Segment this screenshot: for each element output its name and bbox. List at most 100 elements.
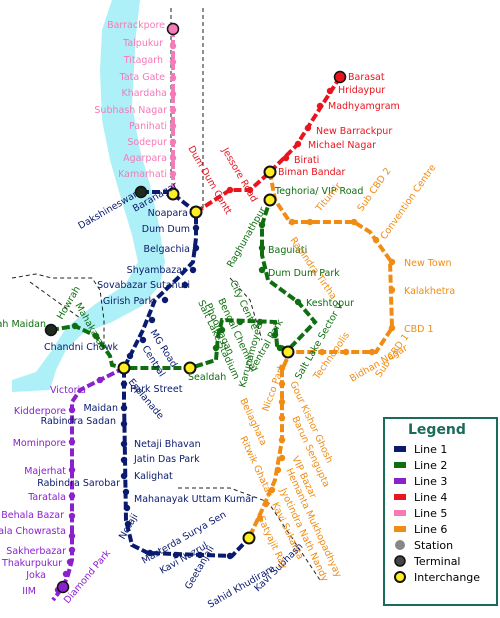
station-label-l3-behalachowrasta: Behala Chowrasta bbox=[0, 526, 66, 537]
station-marker-l5-tatagate bbox=[169, 74, 177, 82]
station-marker-l1-belgachia bbox=[192, 244, 200, 252]
station-marker-l3-behalabazar bbox=[68, 512, 76, 520]
station-label-l2-keshtopur: Keshtopur bbox=[306, 298, 354, 309]
station-label-l1-netaji: Netaji bbox=[117, 512, 140, 542]
station-marker-l2-howrah bbox=[71, 322, 79, 330]
station-label-l5-subhashnagar: Subhash Nagar bbox=[94, 105, 167, 116]
station-marker-l1-maidan bbox=[120, 404, 128, 412]
station-label-l1-sovabazar: Sovabazar Sutanuti bbox=[97, 280, 190, 291]
station-label-l1-rabindrasarobar: Rabindra Sarobar bbox=[37, 478, 120, 489]
station-marker-l1-rabindrasadan bbox=[120, 420, 128, 428]
station-label-l3-iim: IIM bbox=[22, 586, 36, 597]
interchange-marker-l2-sealdah bbox=[183, 361, 197, 375]
station-label-l1-noapara: Noapara bbox=[148, 208, 188, 219]
station-marker-l6-vipbazar bbox=[278, 454, 286, 462]
station-label-l1-dumdum: Dum Dum bbox=[142, 224, 190, 235]
station-marker-l6-nicco bbox=[278, 364, 286, 372]
station-label-l2-baguiati: Baguiati bbox=[268, 245, 307, 256]
station-label-l4-barasat: Barasat bbox=[348, 72, 385, 83]
station-marker-l2-karunamoyee bbox=[276, 344, 284, 352]
station-label-l6-newtown: New Town bbox=[404, 258, 452, 269]
legend-item-label: Terminal bbox=[413, 555, 461, 568]
legend-item-label: Line 3 bbox=[414, 475, 447, 488]
station-label-l1-parkstreet: Park Street bbox=[130, 384, 183, 395]
station-marker-l3-joka bbox=[62, 570, 70, 578]
station-marker-l4-hridaypur bbox=[326, 87, 334, 95]
interchange-marker-l1-noapara bbox=[189, 205, 203, 219]
station-label-l4-madhyamgram: Madhyamgram bbox=[328, 101, 400, 112]
station-marker-l6-newtown bbox=[388, 258, 396, 266]
station-marker-l1-sovabazar bbox=[181, 281, 189, 289]
station-marker-l2-dumdumpark bbox=[258, 266, 266, 274]
legend-item-label: Line 1 bbox=[414, 443, 447, 456]
legend-interchange-icon bbox=[394, 571, 406, 583]
station-marker-l5-agarpara bbox=[169, 154, 177, 162]
station-marker-l4-newbarrackpur bbox=[304, 124, 312, 132]
terminal-marker-l5-barrackpore bbox=[166, 22, 180, 36]
station-label-l5-kamarhati: Kamarhati bbox=[118, 169, 167, 180]
station-marker-l5-sodepur bbox=[169, 138, 177, 146]
interchange-marker-l1-esplanade bbox=[117, 361, 131, 375]
station-label-l2-howrahmaidan: Howrah Maidan bbox=[0, 319, 46, 330]
station-label-l5-agarpara: Agarpara bbox=[123, 153, 167, 164]
station-marker-l3-behalachowrasta bbox=[68, 532, 76, 540]
station-label-l1-jatindas: Jatin Das Park bbox=[133, 454, 200, 465]
station-marker-l1-girish bbox=[161, 296, 169, 304]
station-marker-l3-mominpore bbox=[68, 438, 76, 446]
station-marker-l6-bidhannagar bbox=[342, 348, 350, 356]
legend-swatch-line5 bbox=[394, 510, 406, 516]
station-marker-l5-khardaha bbox=[169, 90, 177, 98]
interchange-marker-l2-saltlake5 bbox=[281, 345, 295, 359]
station-marker-l6-rabindratirtha bbox=[288, 218, 296, 226]
station-marker-l3-victoria bbox=[96, 376, 104, 384]
station-marker-l1-netaji bbox=[124, 520, 132, 528]
interchange-marker-l2-teghoria bbox=[263, 193, 277, 207]
station-label-l2-sealdah: Sealdah bbox=[188, 372, 226, 383]
station-marker-l2-mahakaran bbox=[92, 332, 100, 340]
legend-item-label: Interchange bbox=[414, 571, 480, 584]
station-marker-l1-jatindas bbox=[120, 456, 128, 464]
station-label-l1-belgachia: Belgachia bbox=[143, 244, 190, 255]
river-hooghly bbox=[12, 0, 165, 392]
terminal-marker-l4-barasat bbox=[333, 70, 347, 84]
station-label-l2-dumdumpark: Dum Dum Park bbox=[268, 268, 340, 279]
station-marker-l2-bengalchemical bbox=[236, 318, 244, 326]
station-marker-l6-convention bbox=[372, 236, 380, 244]
station-marker-l3-sakherbazar bbox=[68, 546, 76, 554]
legend-swatch-line3 bbox=[394, 478, 406, 484]
station-label-l5-talpukur: Talpukur bbox=[122, 38, 163, 49]
station-label-l4-michaelnagar: Michael Nagar bbox=[308, 140, 376, 151]
station-marker-l5-talpukur bbox=[169, 42, 177, 50]
station-label-l3-sakherbazar: Sakherbazar bbox=[6, 546, 66, 557]
station-label-l1-maidan: Maidan bbox=[83, 403, 118, 414]
station-marker-l6-beliaghata bbox=[278, 398, 286, 406]
station-marker-l1-dumdum bbox=[192, 224, 200, 232]
legend-item-label: Line 5 bbox=[414, 507, 447, 520]
station-marker-l6-titumir bbox=[306, 218, 314, 226]
line-4-track bbox=[194, 75, 342, 214]
station-label-l3-mominpore: Mominpore bbox=[13, 438, 66, 449]
station-marker-l2-raghunathpur bbox=[258, 221, 266, 229]
legend-swatch-line2 bbox=[394, 462, 406, 468]
station-marker-l1-mgroad bbox=[148, 316, 156, 324]
station-label-l2-raghunathpur: Raghunathpur bbox=[225, 205, 268, 269]
station-marker-l1-kavinazrul bbox=[172, 551, 180, 559]
legend-title: Legend bbox=[408, 422, 466, 438]
station-marker-l3-thakurpukur bbox=[66, 558, 74, 566]
legend-swatch-line6 bbox=[394, 526, 406, 532]
station-marker-l1-kalighat bbox=[120, 472, 128, 480]
station-marker-l3-majerhat bbox=[68, 466, 76, 474]
station-marker-l2-saltlakestadium bbox=[218, 326, 226, 334]
station-marker-l4-jessoreroad bbox=[246, 186, 254, 194]
station-label-l5-tatagate: Tata Gate bbox=[119, 72, 166, 83]
station-label-l1-rabindrasadan: Rabindra Sadan bbox=[41, 416, 116, 427]
station-label-l5-titagarh: Titagarh bbox=[123, 55, 163, 66]
stations-layer bbox=[44, 22, 396, 594]
station-marker-l6-subcbd2 bbox=[350, 218, 358, 226]
station-marker-l1-central bbox=[139, 336, 147, 344]
station-label-l3-victoria: Victoria bbox=[50, 385, 86, 396]
station-label-l4-newbarrackpur: New Barrackpur bbox=[316, 126, 392, 137]
station-marker-l6-ritwik bbox=[278, 436, 286, 444]
